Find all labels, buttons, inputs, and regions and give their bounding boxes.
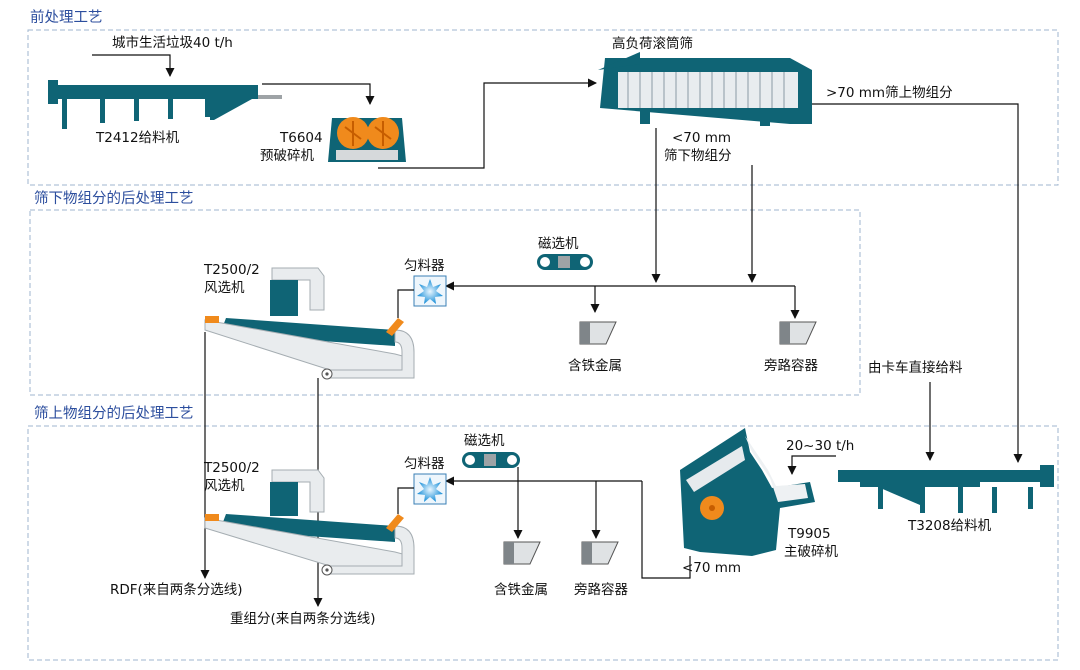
bypass-bin-1: [779, 321, 817, 345]
precrusher-to-trommel-arrow: [378, 78, 597, 169]
air-sep-2-model-label: T2500/2: [203, 460, 260, 476]
air-separator-2: [204, 469, 415, 576]
pre-treatment-box: [27, 29, 1059, 186]
magnet-1-label: 磁选机: [538, 236, 579, 252]
precrusher-t6604: [328, 117, 406, 162]
heavy-label: 重组分(来自两条分选线): [230, 610, 376, 627]
ferrous-2-label: 含铁金属: [494, 582, 548, 598]
ferrous-bin-1: [579, 321, 617, 345]
waste-input-arrow: [92, 54, 175, 77]
air-sep-1-model-label: T2500/2: [203, 262, 260, 278]
truck-feed-label: 由卡车直接给料: [868, 359, 963, 376]
distributor-2-to-separator: [397, 487, 414, 514]
air-sep-2-name-label: 风选机: [204, 478, 245, 494]
section-title-under: 筛下物组分的后处理工艺: [34, 190, 194, 207]
trommel-label: 高负荷滚筒筛: [612, 35, 693, 52]
section-title-pre: 前处理工艺: [30, 9, 103, 26]
feeder-t2412: [48, 80, 282, 129]
under-70-label-c: <70 mm: [682, 560, 741, 576]
oversize-box: [27, 425, 1059, 661]
ferrous-bin-2: [503, 541, 541, 565]
main-crusher-name-label: 主破碎机: [784, 544, 838, 560]
undersize-box: [29, 209, 861, 396]
distributor-2: [413, 473, 447, 505]
feeder-1-label: T2412给料机: [95, 130, 180, 146]
ferrous-1-label: 含铁金属: [568, 358, 622, 374]
main-crusher-model-label: T9905: [787, 526, 831, 542]
magnet-separator-1: [537, 254, 593, 270]
rate-2030-arrow: [787, 455, 836, 475]
bypass-1-label: 旁路容器: [764, 357, 818, 374]
section-title-over: 筛上物组分的后处理工艺: [34, 405, 194, 422]
crusher-output-line: [641, 481, 691, 579]
bypass-bin-2: [581, 541, 619, 565]
rdf-label: RDF(来自两条分选线): [110, 581, 243, 598]
magnet-2-label: 磁选机: [464, 433, 505, 449]
precrusher-name-label: 预破碎机: [260, 148, 314, 164]
bypass-2-label: 旁路容器: [574, 581, 628, 598]
under-70-label-b: 筛下物组分: [664, 148, 732, 164]
under-70-label-a: <70 mm: [672, 130, 731, 146]
distributor-1: [413, 275, 447, 307]
waste-input-label: 城市生活垃圾40 t/h: [112, 34, 233, 51]
magnet-separator-2: [462, 452, 520, 468]
over-70-label: >70 mm筛上物组分: [826, 85, 953, 101]
distributor-1-to-separator: [397, 289, 414, 318]
precrusher-model-label: T6604: [279, 130, 323, 146]
feeder-2-label: T3208给料机: [907, 518, 992, 534]
main-crusher-t9905: [680, 428, 815, 556]
air-sep-1-name-label: 风选机: [204, 280, 245, 296]
distributor-2-label: 匀料器: [404, 456, 445, 472]
feeder-t3208: [838, 465, 1054, 513]
over-70-to-feeder-arrow: [812, 103, 1023, 463]
feeder-to-precrusher-arrow: [262, 83, 375, 105]
distributor-1-label: 匀料器: [404, 258, 445, 274]
trommel-screen: [598, 52, 812, 126]
rate-2030-label: 20~30 t/h: [786, 438, 854, 454]
air-separator-1: [204, 267, 415, 380]
